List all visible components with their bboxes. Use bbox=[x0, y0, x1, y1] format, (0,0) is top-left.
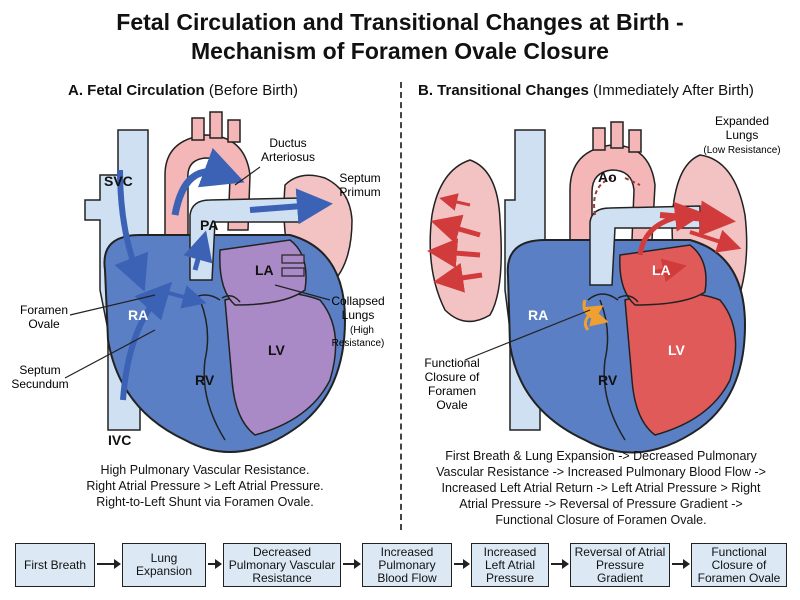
panel-a-heading: A. Fetal Circulation (Before Birth) bbox=[68, 82, 298, 99]
label-collapsed-4: Resistance) bbox=[332, 338, 385, 349]
panel-a-heading-rest: (Before Birth) bbox=[204, 82, 299, 99]
label-septum-primum-1: Septum bbox=[339, 171, 380, 185]
label-ao: Ao bbox=[598, 169, 617, 185]
label-functional-1: Functional bbox=[424, 356, 479, 370]
panel-a-note-line-1: High Pulmonary Vascular Resistance. bbox=[100, 463, 310, 477]
panel-b-note-line-3: Increased Left Atrial Return -> Left Atr… bbox=[441, 481, 761, 495]
label-septum-secundum-2: Secundum bbox=[11, 377, 68, 391]
label-septum-primum-2: Primum bbox=[339, 185, 380, 199]
flow-step-lung-expansion: Lung Expansion bbox=[122, 543, 206, 587]
label-expanded-1: Expanded bbox=[715, 114, 769, 128]
label-expanded-3: (Low Resistance) bbox=[703, 145, 780, 156]
label-lv-a: LV bbox=[268, 342, 286, 358]
label-functional-3: Foramen bbox=[428, 384, 476, 398]
flow-step-reversal-gradient: Reversal of Atrial Pressure Gradient bbox=[570, 543, 670, 587]
label-functional-4: Ovale bbox=[436, 398, 468, 412]
panel-a-note-line-2: Right Atrial Pressure > Left Atrial Pres… bbox=[86, 479, 324, 493]
panel-a-heading-bold: A. Fetal Circulation bbox=[68, 82, 205, 99]
panel-a-note-line-3: Right-to-Left Shunt via Foramen Ovale. bbox=[96, 495, 314, 509]
panel-b-note-line-1: First Breath & Lung Expansion -> Decreas… bbox=[445, 449, 757, 463]
panel-b-heading: B. Transitional Changes (Immediately Aft… bbox=[418, 82, 754, 99]
panel-b-heading-bold: B. Transitional Changes bbox=[418, 82, 589, 99]
label-svc: SVC bbox=[104, 173, 133, 189]
label-ra-b: RA bbox=[528, 307, 548, 323]
fetal-heart: SVC IVC PA RA LA RV LV Ductus Arteriosus… bbox=[11, 111, 385, 453]
left-ventricle-b bbox=[624, 291, 737, 436]
pulmonary-artery-b bbox=[589, 205, 701, 286]
panel-b-note: First Breath & Lung Expansion -> Decreas… bbox=[408, 448, 794, 528]
label-ductus-1: Ductus bbox=[269, 136, 306, 150]
label-collapsed-1: Collapsed bbox=[331, 294, 384, 308]
flow-arrow-3 bbox=[343, 559, 361, 569]
heart-diagrams: SVC IVC PA RA LA RV LV Ductus Arteriosus… bbox=[11, 111, 781, 454]
postbirth-heart: Ao RA LA RV LV Expanded Lungs (Low Resis… bbox=[424, 114, 781, 454]
label-collapsed-2: Lungs bbox=[342, 308, 375, 322]
label-expanded-2: Lungs bbox=[726, 128, 759, 142]
panel-b-note-line-4: Atrial Pressure -> Reversal of Pressure … bbox=[459, 497, 743, 511]
flow-arrow-6 bbox=[672, 559, 690, 569]
flow-step-increased-blood-flow: Increased Pulmonary Blood Flow bbox=[362, 543, 452, 587]
title-line-2: Mechanism of Foramen Ovale Closure bbox=[191, 38, 609, 64]
left-ventricle-a bbox=[224, 291, 337, 436]
label-la-a: LA bbox=[255, 262, 274, 278]
label-functional-2: Closure of bbox=[425, 370, 480, 384]
label-pa: PA bbox=[200, 217, 218, 233]
label-ivc: IVC bbox=[108, 432, 131, 448]
flow-step-increased-la-pressure: Increased Left Atrial Pressure bbox=[471, 543, 549, 587]
panel-divider bbox=[400, 82, 402, 530]
flow-step-functional-closure: Functional Closure of Foramen Ovale bbox=[691, 543, 787, 587]
label-ductus-2: Arteriosus bbox=[261, 150, 315, 164]
label-rv-b: RV bbox=[598, 372, 618, 388]
title-line-1: Fetal Circulation and Transitional Chang… bbox=[116, 9, 684, 35]
label-lv-b: LV bbox=[668, 342, 686, 358]
label-foramen-ovale-1: Foramen bbox=[20, 303, 68, 317]
panel-a-note: High Pulmonary Vascular Resistance. Righ… bbox=[20, 462, 390, 510]
label-foramen-ovale-2: Ovale bbox=[28, 317, 60, 331]
flow-step-decreased-pvr: Decreased Pulmonary Vascular Resistance bbox=[223, 543, 341, 587]
label-la-b: LA bbox=[652, 262, 671, 278]
panel-b-note-line-5: Functional Closure of Foramen Ovale. bbox=[495, 513, 707, 527]
pulmonary-artery bbox=[189, 197, 301, 281]
diagram-title: Fetal Circulation and Transitional Chang… bbox=[0, 8, 800, 66]
flow-step-first-breath: First Breath bbox=[15, 543, 95, 587]
expanded-lung-left bbox=[429, 159, 502, 323]
flow-arrow-5 bbox=[551, 559, 569, 569]
flow-arrow-2 bbox=[208, 559, 222, 569]
flow-arrow-4 bbox=[454, 559, 470, 569]
label-collapsed-3: (High bbox=[350, 325, 374, 336]
flow-arrow-1 bbox=[97, 559, 121, 569]
label-rv-a: RV bbox=[195, 372, 215, 388]
label-ra-a: RA bbox=[128, 307, 148, 323]
panel-b-heading-rest: (Immediately After Birth) bbox=[588, 82, 754, 99]
label-septum-secundum-1: Septum bbox=[19, 363, 60, 377]
panel-b-note-line-2: Vascular Resistance -> Increased Pulmona… bbox=[436, 465, 766, 479]
